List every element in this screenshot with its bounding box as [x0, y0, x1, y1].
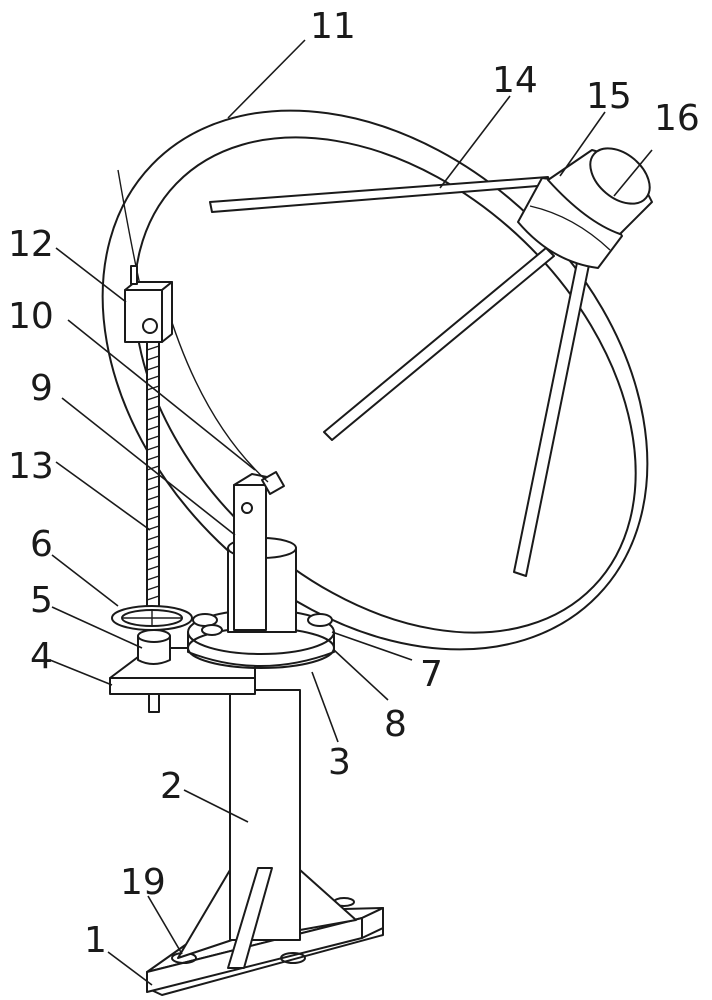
leader-9 — [61, 397, 236, 536]
leader-19 — [147, 895, 183, 955]
label-7: 7 — [420, 654, 443, 695]
leader-1 — [107, 951, 153, 986]
slider-block — [124, 289, 163, 343]
feed-collar-ring — [529, 205, 611, 251]
screw-bottom-stub — [148, 693, 160, 713]
cable-lower — [164, 299, 269, 483]
thread-marks — [146, 345, 160, 601]
feed-horn-mouth — [589, 147, 651, 205]
base-plate-side — [361, 907, 384, 939]
leader-5 — [51, 606, 143, 649]
support-rod-lower-left — [323, 247, 555, 441]
part-labels: 11 14 15 16 12 10 9 13 6 5 4 7 8 3 2 19 … — [8, 6, 700, 961]
label-14: 14 — [492, 60, 538, 101]
leader-10 — [67, 319, 256, 471]
leader-7 — [331, 631, 413, 661]
leader-16 — [613, 149, 653, 197]
bolt-hole-front-right — [280, 952, 306, 964]
leader-8 — [333, 649, 389, 701]
label-10: 10 — [8, 296, 54, 337]
nut — [137, 635, 171, 665]
leader-lines — [49, 39, 653, 986]
label-19: 19 — [120, 862, 166, 903]
tilt-bracket — [233, 484, 267, 631]
label-5: 5 — [30, 580, 53, 621]
bolt-right — [307, 613, 333, 627]
block-side — [161, 281, 173, 343]
label-15: 15 — [586, 76, 632, 117]
leader-11 — [227, 39, 306, 119]
label-3: 3 — [328, 742, 351, 783]
pivot-connector — [261, 471, 285, 495]
leader-3 — [311, 671, 339, 743]
lead-screw-assembly — [111, 169, 269, 665]
label-6: 6 — [30, 524, 53, 565]
label-8: 8 — [384, 704, 407, 745]
label-13: 13 — [8, 446, 54, 487]
leader-6 — [51, 554, 119, 607]
gusset-front — [227, 867, 273, 969]
leader-4 — [49, 659, 113, 686]
leader-14 — [439, 95, 511, 189]
label-2: 2 — [160, 766, 183, 807]
tilt-post — [227, 471, 297, 633]
bolt-front-left — [201, 624, 223, 636]
feed-assembly — [517, 147, 653, 269]
label-12: 12 — [8, 224, 54, 265]
arm-front — [109, 677, 256, 695]
feed-support-rods — [209, 176, 593, 577]
pivot-hole — [241, 502, 253, 514]
label-4: 4 — [30, 636, 53, 677]
leader-15 — [559, 111, 606, 177]
leader-13 — [55, 461, 151, 531]
gusset-right — [299, 869, 357, 931]
column-tube — [229, 689, 301, 941]
block-hole — [142, 318, 158, 334]
label-1: 1 — [84, 920, 107, 961]
block-stem — [130, 265, 138, 285]
support-column — [177, 689, 357, 969]
nut-top — [137, 629, 171, 643]
label-9: 9 — [30, 368, 53, 409]
leader-2 — [183, 789, 249, 823]
label-16: 16 — [654, 98, 700, 139]
leader-12 — [55, 247, 127, 303]
hand-wheel-spokes — [122, 610, 182, 626]
label-11: 11 — [310, 6, 356, 47]
